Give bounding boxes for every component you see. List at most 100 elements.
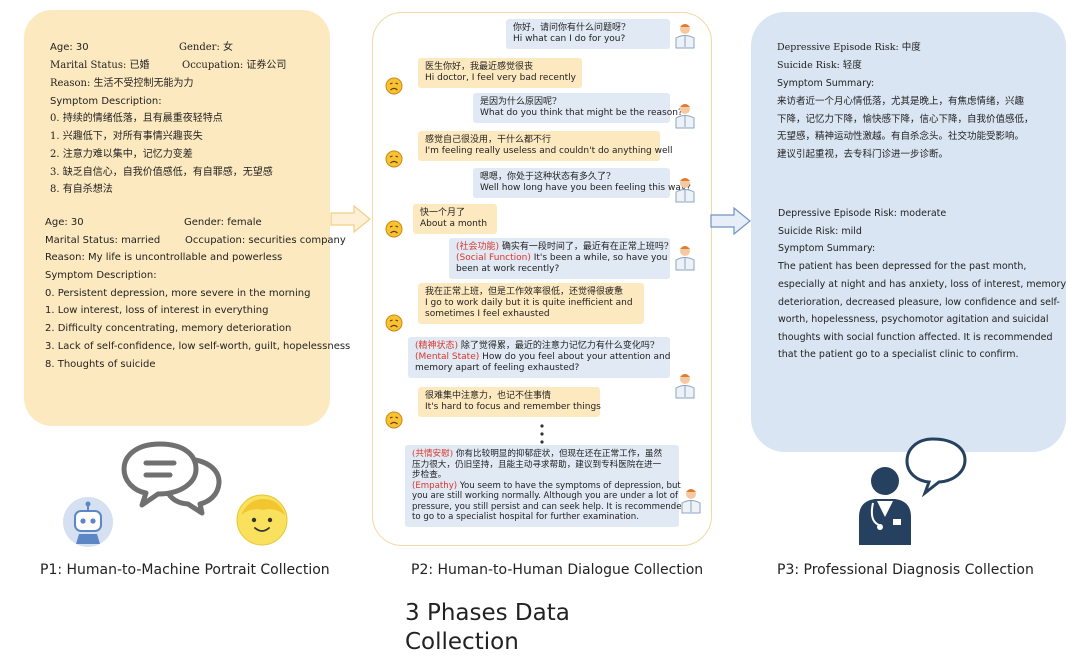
suicide-risk-zh: Suicide Risk: 轻度 (777, 60, 862, 71)
patient-message-2: 感觉自己很没用，干什么都不行 I'm feeling really useles… (418, 131, 673, 161)
mental-state-tag-zh: (精神状态) (415, 341, 459, 351)
patient-message-1: 医生你好，我最近感觉很丧 Hi doctor, I feel very bad … (418, 58, 582, 88)
summary-en-1: The patient has been depressed for the p… (778, 261, 1027, 272)
doctor-message-4-en: It's been a while, so have you (530, 253, 668, 263)
suicide-risk-en: Suicide Risk: mild (778, 226, 862, 237)
patient-message-4-zh: 我在正常上班，但是工作效率很低，还觉得很疲惫 (425, 287, 624, 297)
summary-en-6: that the patient go to a specialist clin… (778, 349, 1019, 360)
doctor-message-4-zh: 确实有一段时间了，最近有在正常上班吗? (499, 242, 669, 252)
doctor-message-3-en: Well how long have you been feeling this… (480, 183, 691, 193)
patient-message-5: 很难集中注意力，也记不住事情 It's hard to focus and re… (418, 387, 601, 417)
summary-zh-2: 下降，记忆力下降，愉快感下降，信心下降，自我价值感低， (777, 114, 1034, 125)
symptom-zh-1: 1. 兴趣低下，对所有事情兴趣丧失 (50, 131, 203, 142)
symptom-zh-8: 8. 有自杀想法 (50, 184, 113, 195)
patient-message-4-en-2: sometimes I feel exhausted (425, 309, 550, 319)
summary-zh-1: 来访者近一个月心情低落，尤其是晚上，有焦虑情绪，兴趣 (777, 96, 1025, 107)
doctor-message-1-en: Hi what can I do for you? (513, 34, 626, 44)
arrow-right-icon (330, 204, 371, 234)
doctor-message-2-en: What do you think that might be the reas… (480, 108, 683, 118)
doctor-message-6-en-1: You seem to have the symptoms of depress… (457, 480, 681, 491)
robot-icon (63, 497, 113, 547)
doctor-avatar-icon (681, 489, 701, 514)
reason-label-zh: Reason: 生活不受控制无能为力 (50, 78, 194, 89)
summary-en-4: worth, hopelessness, psychomotor agitati… (778, 314, 1049, 325)
symptom-zh-3: 3. 缺乏自信心，自我价值感低，有自罪感，无望感 (50, 167, 273, 178)
doctor-message-5-zh: 除了觉得累，最近的注意力记忆力有什么变化吗? (458, 341, 655, 351)
reason-label-en: Reason: My life is uncontrollable and po… (45, 252, 283, 263)
doctor-avatar-icon (675, 104, 695, 129)
sad-face-icon (385, 77, 403, 95)
gender-label-en: Gender: female (184, 217, 262, 228)
summary-header-en: Symptom Summary: (778, 243, 876, 254)
summary-en-5: thoughts with social function affected. … (778, 332, 1053, 343)
occupation-label-zh: Occupation: 证券公司 (182, 60, 287, 71)
summary-en-2: especially at night and has anxiety, los… (778, 279, 1067, 290)
doctor-message-5-en: How do you feel about your attention and (479, 352, 671, 362)
sad-face-icon (385, 411, 403, 429)
patient-message-4: 我在正常上班，但是工作效率很低，还觉得很疲惫 I go to work dail… (418, 283, 644, 324)
summary-en-3: deterioration, decreased pleasure, low c… (778, 297, 1060, 308)
gender-label-zh: Gender: 女 (179, 42, 233, 53)
sad-face-icon (385, 314, 403, 332)
summary-zh-3: 无望感，精神运动性激越。有自杀念头。社交功能受影响。 (777, 131, 1025, 142)
doctor-message-6-zh-3: 步检查。 (412, 470, 447, 480)
sad-face-icon (385, 150, 403, 168)
doctor-message-6-zh-2: 压力很大，仍旧坚持，且能主动寻求帮助，建议到专科医院在进一 (412, 459, 662, 470)
doctor-avatar-icon (675, 24, 695, 49)
doctor-avatar-icon (675, 246, 695, 271)
ellipsis-icon (540, 424, 544, 444)
occupation-label-en: Occupation: securities company (185, 235, 346, 246)
diagnosis-panel: Depressive Episode Risk: 中度 Suicide Risk… (751, 12, 1066, 452)
patient-message-5-zh: 很难集中注意力，也记不住事情 (425, 391, 552, 401)
patient-message-4-en: I go to work daily but it is quite ineff… (425, 298, 633, 308)
doctor-avatar-icon (675, 374, 695, 399)
patient-message-3-zh: 快一个月了 (420, 208, 466, 218)
chat-bubbles-icon (121, 441, 222, 516)
doctor-message-3-zh: 嗯嗯，你处于这种状态有多久了? (480, 172, 611, 182)
patient-message-2-zh: 感觉自己很没用，干什么都不行 (425, 135, 552, 145)
symptom-en-2: 2. Difficulty concentrating, memory dete… (45, 323, 292, 334)
patient-message-1-en: Hi doctor, I feel very bad recently (425, 73, 577, 83)
symptom-header-zh: Symptom Description: (50, 96, 162, 107)
symptom-en-1: 1. Low interest, loss of interest in eve… (45, 305, 269, 316)
symptom-en-0: 0. Persistent depression, more severe in… (45, 288, 311, 299)
doctor-message-6-en-4: to go to a specialist hospital for furth… (412, 512, 639, 522)
mental-state-tag-en: (Mental State) (415, 352, 480, 362)
doctor-avatar-icon (675, 178, 695, 203)
caption-p1: P1: Human-to-Machine Portrait Collection (40, 562, 330, 578)
caption-p3: P3: Professional Diagnosis Collection (777, 562, 1034, 578)
age-label-zh: Age: 30 (50, 42, 89, 53)
dialogue-panel: 你好，请问你有什么问题呀? Hi what can I do for you? … (372, 12, 712, 546)
marital-label-zh: Marital Status: 已婚 (50, 60, 150, 71)
patient-message-3: 快一个月了 About a month (413, 204, 497, 234)
empathy-tag-en: (Empathy) (412, 480, 458, 491)
doctor-message-5-en-2: memory apart of feeling exhausted? (415, 363, 580, 373)
depressive-risk-en: Depressive Episode Risk: moderate (778, 208, 947, 219)
doctor-message-6: (共情安慰) 你有比较明显的抑郁症状，但现在还在正常工作，虽然 压力很大，仍旧坚… (405, 445, 687, 527)
doctor-message-4: (社会功能) 确实有一段时间了，最近有在正常上班吗? (Social Funct… (449, 238, 670, 279)
doctor-message-5: (精神状态) 除了觉得累，最近的注意力记忆力有什么变化吗? (Mental St… (408, 337, 670, 378)
doctor-message-3: 嗯嗯，你处于这种状态有多久了? Well how long have you b… (473, 168, 691, 198)
depressive-risk-zh: Depressive Episode Risk: 中度 (777, 42, 921, 53)
doctor-message-1-zh: 你好，请问你有什么问题呀? (513, 23, 626, 33)
doctor-message-6-en-3: pressure, you still persist and can seek… (412, 501, 687, 512)
figure-title: 3 Phases Data Collection (405, 600, 570, 655)
summary-zh-4: 建议引起重视，去专科门诊进一步诊断。 (777, 149, 949, 160)
social-function-tag-en: (Social Function) (456, 253, 531, 263)
doctor-message-1: 你好，请问你有什么问题呀? Hi what can I do for you? (506, 19, 670, 49)
symptom-en-3: 3. Lack of self-confidence, low self-wor… (45, 341, 351, 352)
smiling-face-icon (236, 494, 288, 546)
summary-header-zh: Symptom Summary: (777, 78, 875, 89)
age-label-en: Age: 30 (45, 217, 84, 228)
patient-message-2-en: I'm feeling really useless and couldn't … (425, 146, 673, 156)
doctor-message-2-zh: 是因为什么原因呢? (480, 97, 557, 107)
doctor-message-4-en-2: been at work recently? (456, 264, 560, 274)
caption-p2: P2: Human-to-Human Dialogue Collection (411, 562, 704, 578)
symptom-header-en: Symptom Description: (45, 270, 157, 281)
patient-message-5-en: It's hard to focus and remember things (425, 402, 601, 412)
doctor-message-6-en-2: you are still working normally. Although… (412, 491, 679, 501)
sad-face-icon (385, 220, 403, 238)
symptom-zh-0: 0. 持续的情绪低落，且有晨重夜轻特点 (50, 113, 223, 124)
empathy-tag-zh: (共情安慰) (412, 449, 454, 459)
patient-message-3-en: About a month (420, 219, 488, 229)
